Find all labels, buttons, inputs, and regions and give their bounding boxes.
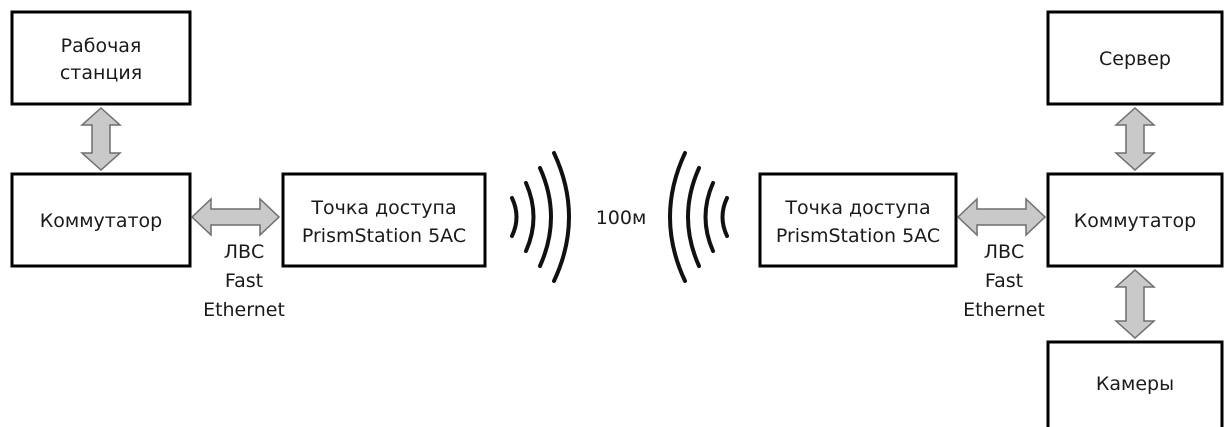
left-switch-box: Коммутатор bbox=[10, 172, 192, 268]
right-access-point-label-line1: Точка доступа bbox=[784, 197, 930, 219]
left-signal-waves-icon bbox=[510, 151, 571, 283]
cameras-label: Камеры bbox=[1096, 373, 1174, 395]
left-access-point-label-line1: Точка доступа bbox=[310, 197, 456, 219]
left-access-point-label-line2: PrismStation 5AC bbox=[302, 225, 466, 247]
server-switch-arrow bbox=[1114, 106, 1156, 172]
left-access-point-box: Точка доступа PrismStation 5AC bbox=[281, 172, 487, 268]
left-switch-label: Коммутатор bbox=[40, 210, 163, 232]
left-lan-caption-line1: ЛВС bbox=[224, 241, 265, 263]
workstation-label-line1: Рабочая bbox=[61, 35, 142, 57]
right-switch-label: Коммутатор bbox=[1074, 210, 1197, 232]
workstation-label-line2: станция bbox=[60, 62, 142, 84]
distance-label: 100м bbox=[596, 207, 647, 229]
server-box: Сервер bbox=[1046, 10, 1224, 106]
right-signal-waves-icon bbox=[668, 151, 729, 283]
left-lan-arrow bbox=[190, 197, 281, 237]
left-lan-caption: ЛВС Fast Ethernet bbox=[203, 241, 285, 321]
right-lan-arrow bbox=[956, 197, 1047, 237]
workstation-switch-arrow bbox=[80, 106, 122, 172]
right-access-point-box: Точка доступа PrismStation 5AC bbox=[758, 172, 958, 268]
right-lan-caption: ЛВС Fast Ethernet bbox=[963, 241, 1045, 321]
workstation-box: Рабочая станция bbox=[10, 10, 192, 106]
right-lan-caption-line3: Ethernet bbox=[963, 299, 1045, 321]
cameras-box: Камеры bbox=[1046, 340, 1224, 427]
server-label: Сервер bbox=[1099, 48, 1171, 70]
switch-cameras-arrow bbox=[1114, 268, 1156, 340]
right-lan-caption-line1: ЛВС bbox=[984, 241, 1025, 263]
left-lan-caption-line3: Ethernet bbox=[203, 299, 285, 321]
right-switch-box: Коммутатор bbox=[1046, 172, 1224, 268]
right-lan-caption-line2: Fast bbox=[985, 270, 1023, 292]
left-lan-caption-line2: Fast bbox=[225, 270, 263, 292]
right-access-point-label-line2: PrismStation 5AC bbox=[776, 225, 940, 247]
